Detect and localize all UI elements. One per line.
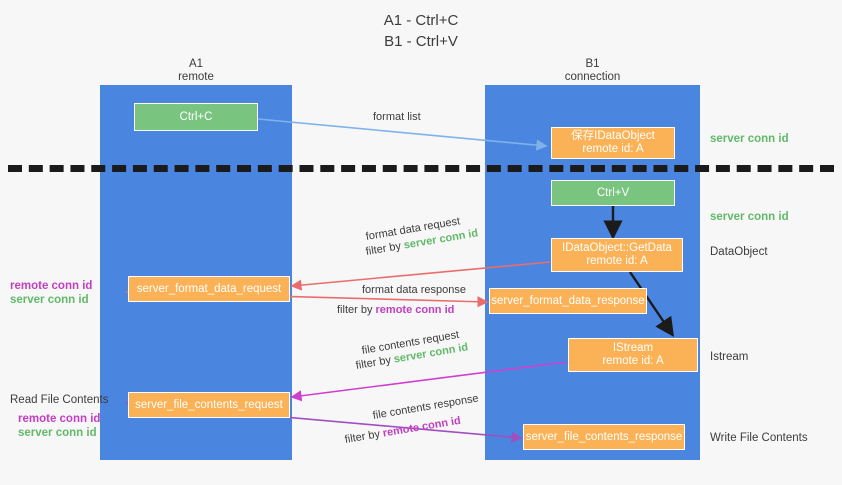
node-server-format-data-response[interactable]: server_format_data_response [489,288,647,314]
node-istream-line1: IStream [612,342,654,354]
title-line-2: B1 - Ctrl+V [384,33,458,50]
annotation-left-remote-conn-id-2: remote conn id [18,413,101,425]
filter-prefix: filter by [354,353,395,372]
node-istream[interactable]: IStream remote id: A [568,338,698,372]
annotation-read-file-contents: Read File Contents [10,394,109,406]
page-title: A1 - Ctrl+C B1 - Ctrl+V [0,10,842,52]
node-getdata-line1: IDataObject::GetData [562,242,672,254]
annotation-write-file-contents: Write File Contents [710,432,808,444]
annotation-left-server-conn-id-1: server conn id [10,294,89,306]
node-save-idataobject-line2: remote id: A [582,143,644,155]
edge-label-format-data-response: format data response [362,284,466,296]
node-server-format-data-response-label: server_format_data_response [491,294,645,307]
annotation-istream: Istream [710,351,749,363]
edge-label-format-data-response-filter: filter by remote conn id [337,303,454,318]
lane-header-a1-name: A1 [188,58,204,70]
lane-header-b1-name: B1 [585,58,600,70]
annotation-server-conn-id-mid: server conn id [710,211,789,223]
phase-divider [8,165,834,172]
node-getdata[interactable]: IDataObject::GetData remote id: A [551,238,683,272]
filter-prefix: filter by [337,304,376,316]
node-server-file-contents-response-label: server_file_contents_response [525,430,683,443]
node-ctrl-v[interactable]: Ctrl+V [551,180,675,206]
title-line-1: A1 - Ctrl+C [383,12,459,29]
annotation-server-conn-id-top: server conn id [710,133,789,145]
filter-prefix: filter by [343,427,384,446]
node-server-format-data-request[interactable]: server_format_data_request [128,276,290,302]
lane-header-a1: A1 remote [100,58,292,84]
node-ctrl-c-label: Ctrl+C [179,110,213,123]
node-istream-line2: remote id: A [602,355,664,367]
node-getdata-line2: remote id: A [586,255,648,267]
lane-header-a1-sub: remote [178,71,214,83]
lane-header-b1: B1 connection [485,58,700,84]
node-ctrl-c[interactable]: Ctrl+C [134,103,258,131]
node-server-file-contents-response[interactable]: server_file_contents_response [523,424,685,450]
node-ctrl-v-label: Ctrl+V [596,186,630,199]
node-save-idataobject-line1: 保存IDataObject [571,130,655,142]
edge-label-format-list: format list [373,111,421,123]
node-save-idataobject[interactable]: 保存IDataObject remote id: A [551,127,675,159]
node-server-format-data-request-label: server_format_data_request [136,282,282,295]
annotation-left-remote-conn-id-1: remote conn id [10,280,93,292]
filter-token-remote-conn-id: remote conn id [375,304,455,316]
node-server-file-contents-request-label: server_file_contents_request [135,398,283,411]
annotation-left-server-conn-id-2: server conn id [18,427,97,439]
annotation-dataobject: DataObject [710,246,768,258]
node-server-file-contents-request[interactable]: server_file_contents_request [128,392,290,418]
lane-header-b1-sub: connection [564,71,621,83]
